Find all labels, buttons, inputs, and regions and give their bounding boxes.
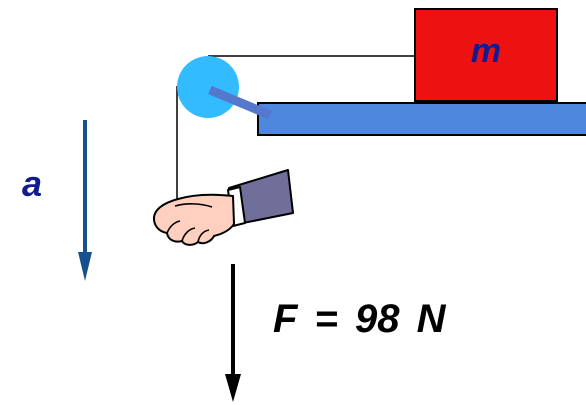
mass-label: m (470, 32, 502, 70)
acceleration-label: a (22, 163, 43, 204)
hand-icon (152, 169, 294, 246)
pulley-wheel (177, 56, 239, 118)
force-arrow (225, 264, 241, 402)
acceleration-arrow (78, 120, 92, 281)
pulley-axle-arm (208, 85, 272, 120)
table-surface (257, 102, 586, 136)
force-label: F = 98 N (273, 297, 446, 341)
mass-block (414, 8, 558, 102)
